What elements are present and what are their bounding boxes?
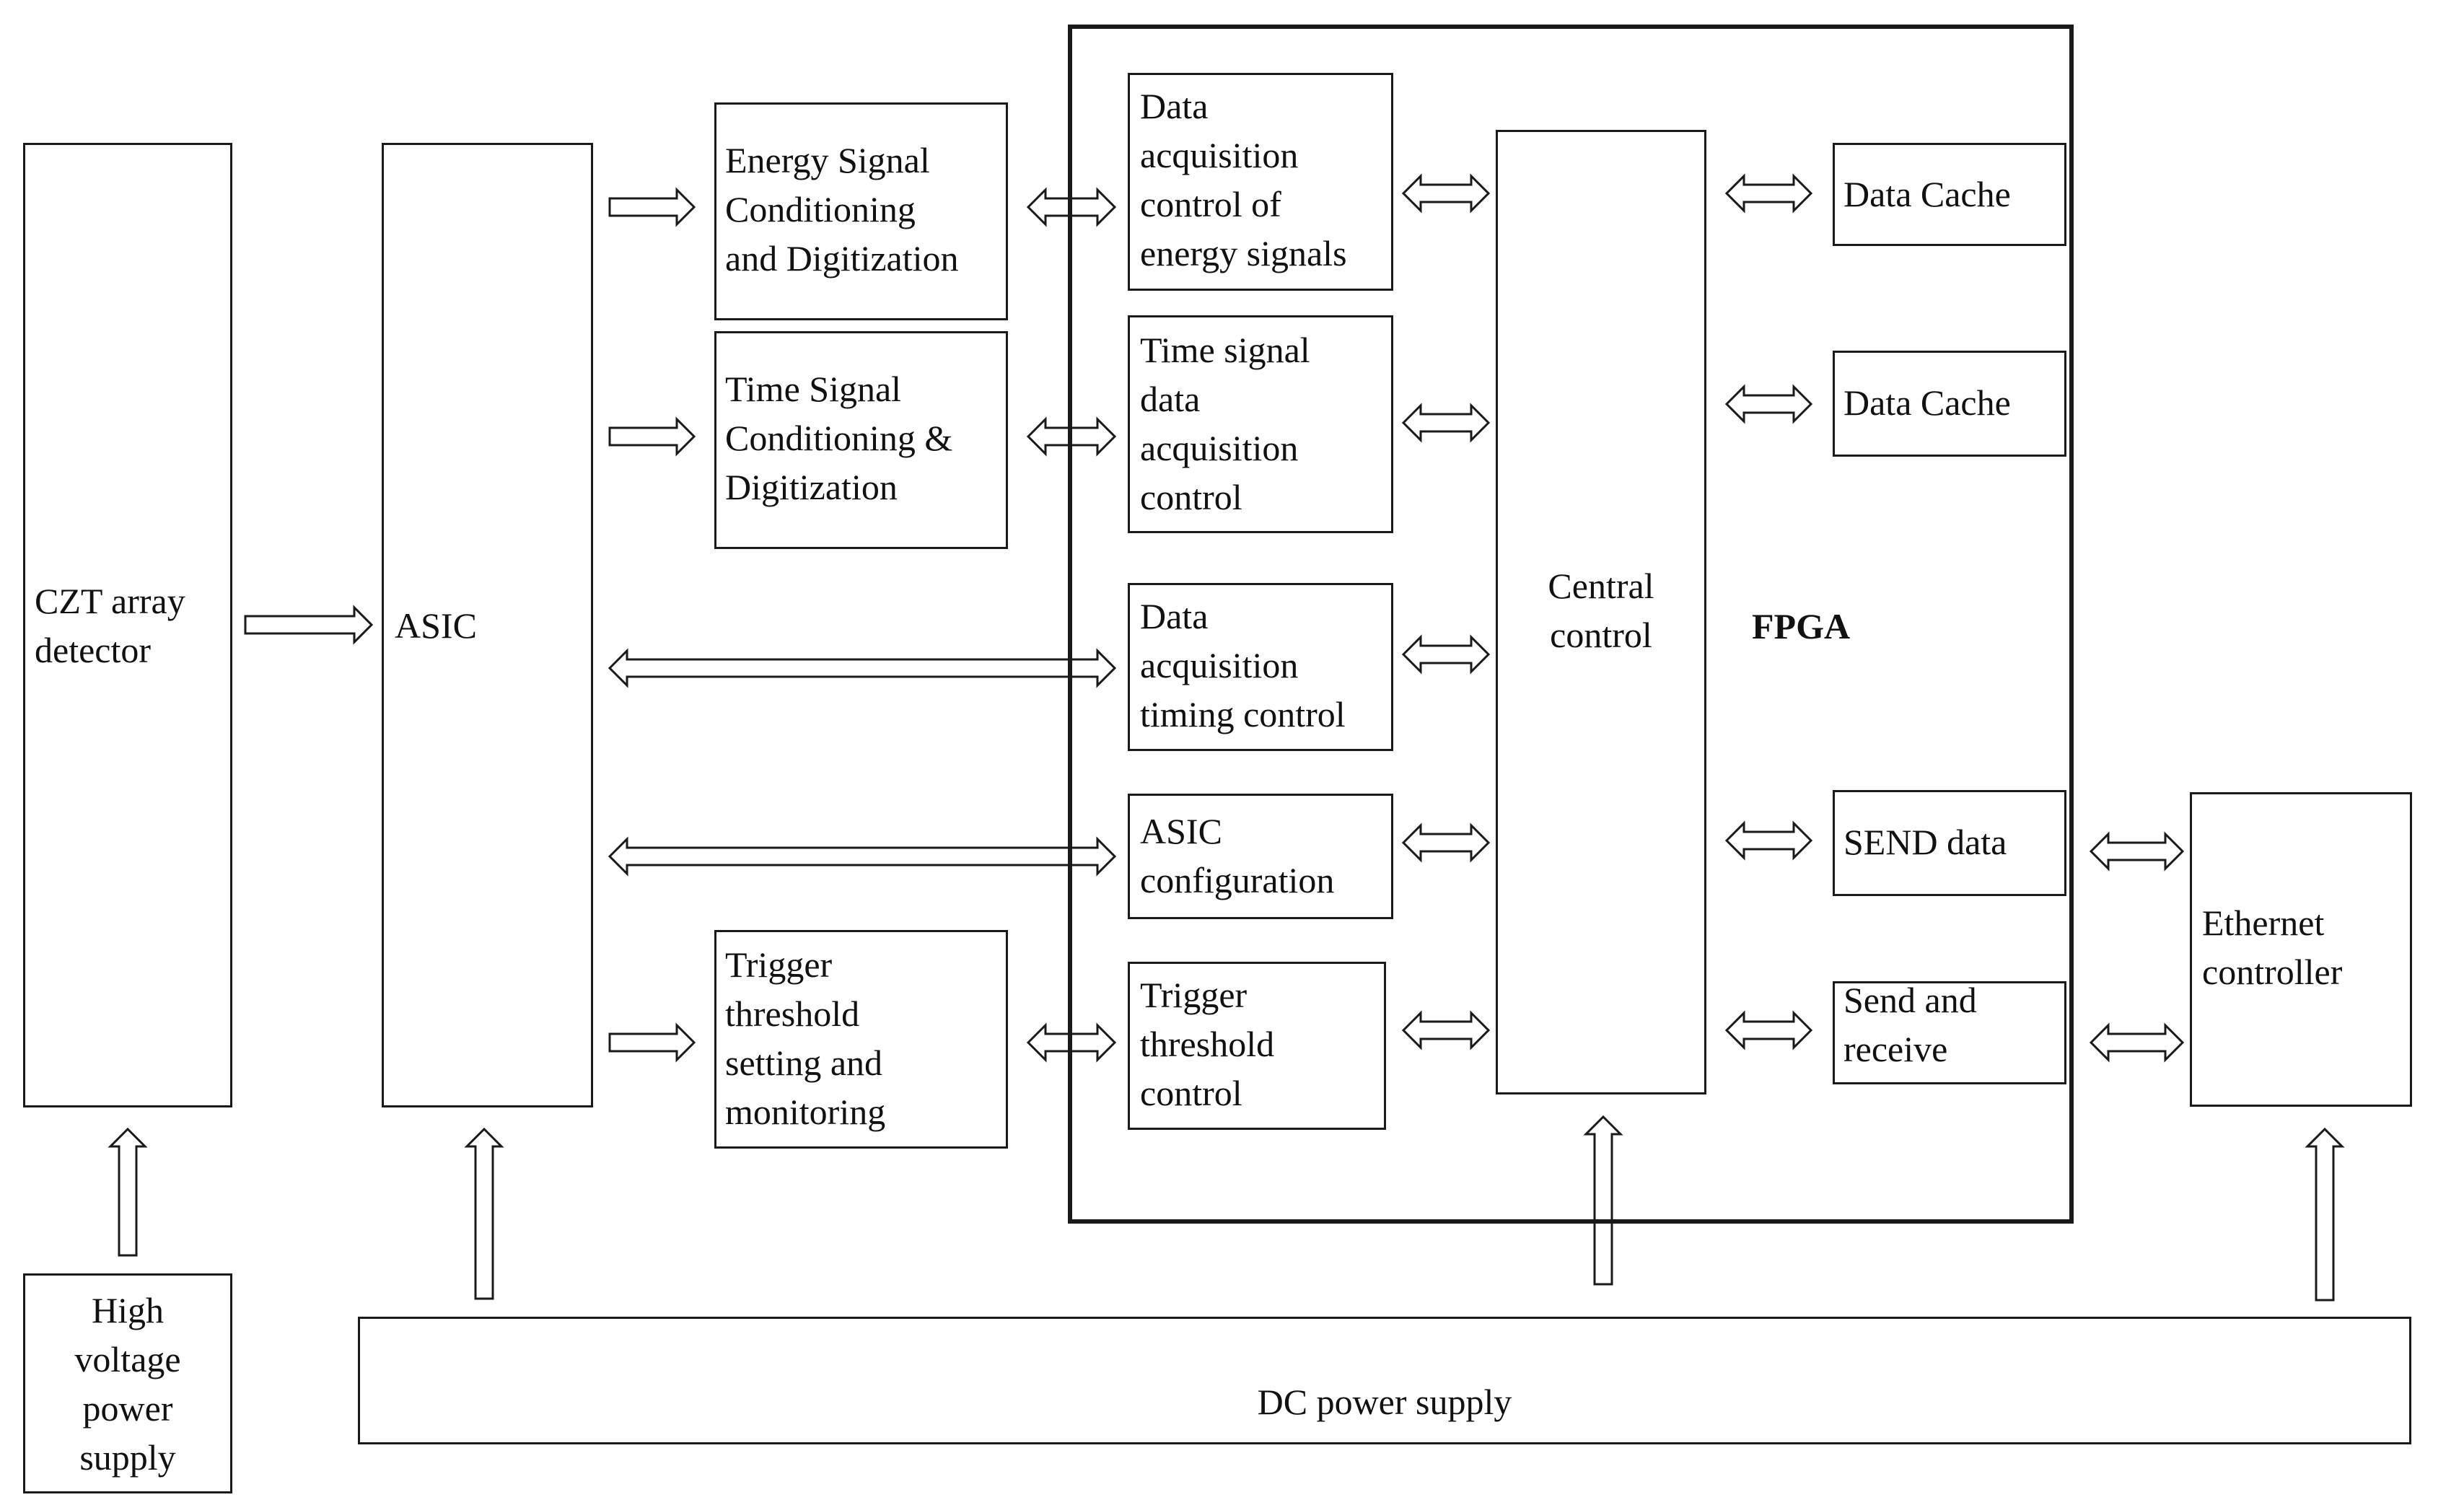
send-and-receive-block xyxy=(1833,981,2066,1084)
time-daq-to-central-arrow xyxy=(1401,403,1491,443)
data-cache-block-1 xyxy=(1833,143,2066,246)
asic-to-energy-conditioning-arrow xyxy=(608,187,696,227)
fpga-container xyxy=(1068,25,2074,1224)
time-signal-daq-control-block xyxy=(1128,315,1393,533)
configuration-to-central-arrow xyxy=(1401,822,1491,863)
asic-to-timing-control-arrow xyxy=(608,648,1117,688)
energy-signal-conditioning-block xyxy=(714,102,1008,320)
time-signal-conditioning-block xyxy=(714,331,1008,549)
send-receive-to-ethernet-arrow xyxy=(2089,1022,2185,1063)
central-to-send-receive-arrow xyxy=(1724,1010,1813,1050)
central-to-cache2-arrow xyxy=(1724,384,1813,424)
send-to-ethernet-arrow xyxy=(2089,831,2185,872)
asic-to-configuration-arrow xyxy=(608,836,1117,877)
detector-to-asic-arrow xyxy=(244,605,374,645)
energy-daq-to-central-arrow xyxy=(1401,173,1491,214)
data-acquisition-energy-block xyxy=(1128,73,1393,291)
trigger-threshold-setting-label: Trigger threshold setting and monitoring xyxy=(725,944,886,1132)
central-to-cache1-arrow xyxy=(1724,173,1813,214)
asic-to-time-conditioning-arrow xyxy=(608,416,696,457)
dc-to-asic-arrow xyxy=(464,1127,504,1300)
send-and-receive-label: Send and receive xyxy=(1843,980,1977,1069)
trigger-threshold-control-label: Trigger threshold control xyxy=(1140,975,1275,1113)
czt-array-detector-block xyxy=(23,143,232,1107)
hv-to-detector-arrow xyxy=(108,1127,148,1257)
high-voltage-power-supply-label: High voltage power supply xyxy=(74,1290,181,1478)
trigger-threshold-setting-block xyxy=(714,930,1008,1149)
send-data-label: SEND data xyxy=(1843,822,2007,862)
trigger-control-to-central-arrow xyxy=(1401,1010,1491,1050)
data-cache-label-1: Data Cache xyxy=(1843,174,2011,214)
data-acquisition-timing-label: Data acquisition timing control xyxy=(1140,596,1346,734)
fpga-label: FPGA xyxy=(1752,606,1851,646)
data-acquisition-timing-block xyxy=(1128,583,1393,751)
asic-label: ASIC xyxy=(395,605,477,646)
data-acquisition-energy-label: Data acquisition control of energy signa… xyxy=(1140,86,1347,273)
send-data-block xyxy=(1833,790,2066,896)
ethernet-controller-label: Ethernet controller xyxy=(2202,903,2343,992)
dc-to-ethernet-arrow xyxy=(2305,1127,2345,1302)
dc-power-supply-block xyxy=(358,1317,2411,1444)
time-signal-conditioning-label: Time Signal Conditioning & Digitization xyxy=(725,369,953,507)
asic-configuration-block xyxy=(1128,794,1393,919)
time-signal-daq-control-label: Time signal data acquisition control xyxy=(1140,330,1310,517)
trigger-threshold-control-block xyxy=(1128,962,1386,1130)
central-control-label: Central control xyxy=(1548,566,1654,655)
energy-signal-conditioning-label: Energy Signal Conditioning and Digitizat… xyxy=(725,140,959,278)
ethernet-controller-block xyxy=(2190,792,2412,1107)
asic-block xyxy=(382,143,593,1107)
high-voltage-power-supply-block xyxy=(23,1273,232,1493)
asic-to-trigger-setting-arrow xyxy=(608,1022,696,1063)
data-cache-label-2: Data Cache xyxy=(1843,382,2011,423)
central-to-send-arrow xyxy=(1724,820,1813,861)
timing-control-to-central-arrow xyxy=(1401,634,1491,675)
central-control-block xyxy=(1496,130,1706,1094)
asic-configuration-label: ASIC configuration xyxy=(1140,811,1335,900)
data-cache-block-2 xyxy=(1833,351,2066,457)
dc-power-supply-label: DC power supply xyxy=(1257,1382,1512,1422)
czt-array-detector-label: CZT array detector xyxy=(35,581,185,670)
dc-to-central-arrow xyxy=(1583,1115,1623,1286)
